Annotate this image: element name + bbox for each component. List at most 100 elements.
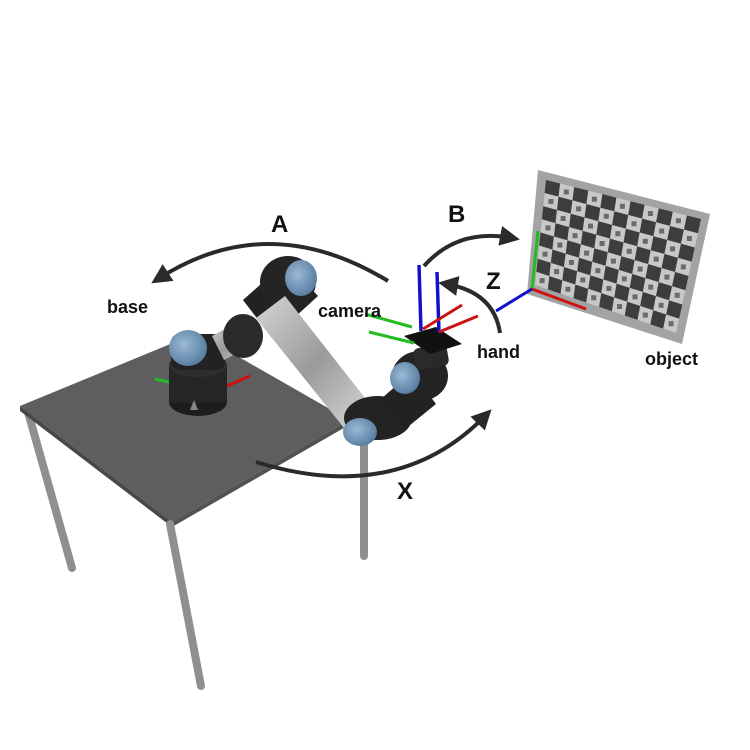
board-marker-icon <box>642 238 648 244</box>
board-cell-dark <box>661 254 679 273</box>
board-marker-icon <box>675 218 681 224</box>
robot-logo-icon <box>190 400 198 410</box>
board-cell-dark <box>539 232 554 250</box>
board-marker-icon <box>642 312 648 318</box>
board-cell-dark <box>666 300 683 319</box>
board-cell-dark <box>547 276 563 294</box>
label-hand: hand <box>477 342 520 362</box>
arrow-z-icon <box>438 276 502 334</box>
board-marker-icon <box>560 216 566 221</box>
board-marker-icon <box>610 258 616 264</box>
board-cell-dark <box>550 249 566 268</box>
board-cell-dark <box>650 310 667 329</box>
board-cell-dark <box>599 293 615 312</box>
board-cell-dark <box>569 213 585 231</box>
board-cell-dark <box>607 238 624 257</box>
board-marker-icon <box>619 203 625 209</box>
board-marker-icon <box>595 268 601 274</box>
board-marker-icon <box>591 196 597 202</box>
label-camera: camera <box>318 301 382 321</box>
table <box>20 333 368 690</box>
board-cell-dark <box>603 265 619 284</box>
board-marker-icon <box>584 250 590 256</box>
labels: A B Z X base camera hand object <box>107 201 698 505</box>
calibration-board <box>527 170 710 344</box>
robot-forearm <box>256 296 376 428</box>
board-marker-icon <box>554 269 560 275</box>
board-marker-icon <box>637 266 643 272</box>
table-edge <box>20 406 172 527</box>
board-cell-dark <box>618 256 635 275</box>
board-marker-icon <box>545 225 551 231</box>
board-cell-dark <box>634 246 651 265</box>
board-marker-icon <box>580 277 586 283</box>
board-cell-dark <box>544 180 561 197</box>
transform-arrows <box>151 225 520 479</box>
arrow-x-icon <box>255 409 492 479</box>
arrow-a-icon <box>151 242 390 284</box>
robot-elbow-cap <box>285 260 317 296</box>
table-leg-front-left <box>24 408 76 572</box>
board-marker-icon <box>621 276 627 282</box>
table-top <box>20 333 349 522</box>
board-cell-dark <box>667 225 684 244</box>
camera-axis-z <box>417 264 423 332</box>
board-cell-dark <box>577 257 593 276</box>
board-marker-icon <box>631 221 637 227</box>
board-marker-icon <box>615 231 621 237</box>
board-cell-dark <box>656 208 673 226</box>
board-cell-dark <box>612 211 629 229</box>
board-checkerboard <box>535 180 701 333</box>
board-cell-dark <box>541 206 558 224</box>
board-marker-icon <box>658 302 664 308</box>
board-cell-dark <box>565 240 581 258</box>
robot-wrist1-cap <box>343 418 377 446</box>
object-axis-x <box>531 287 587 311</box>
board-marker-icon <box>599 241 605 246</box>
board-cell-dark <box>628 201 645 219</box>
board-cell-dark <box>557 196 573 214</box>
board-cell-dark <box>645 264 662 283</box>
board-marker-icon <box>576 206 582 212</box>
robot-arm <box>169 256 462 446</box>
board-marker-icon <box>686 236 692 241</box>
arrow-b-icon <box>422 225 520 268</box>
object-axis-z <box>495 287 533 313</box>
board-cell-dark <box>536 258 551 277</box>
board-marker-icon <box>668 321 674 327</box>
camera-axis-y <box>364 312 413 329</box>
board-marker-icon <box>664 274 670 280</box>
board-marker-icon <box>653 256 659 262</box>
board-cell-dark <box>573 284 589 303</box>
board-cell-dark <box>600 194 617 212</box>
robot-shoulder-cap <box>169 330 207 366</box>
board-cell-dark <box>596 221 613 239</box>
board-marker-icon <box>606 286 612 291</box>
board-cell-dark <box>678 243 695 262</box>
board-marker-icon <box>572 233 578 239</box>
board-cell-dark <box>553 223 570 241</box>
label-x: X <box>397 478 413 505</box>
board-marker-icon <box>542 251 548 257</box>
board-marker-icon <box>588 223 593 229</box>
label-z: Z <box>486 268 501 295</box>
board-marker-icon <box>617 304 622 309</box>
hand-axis-x <box>438 314 479 334</box>
hand-axis-z <box>435 271 441 334</box>
board-cell-dark <box>584 204 601 222</box>
board-marker-icon <box>539 278 545 284</box>
label-b: B <box>448 201 465 228</box>
camera-axis-y-2 <box>368 330 415 345</box>
camera-frame-axes <box>364 264 479 345</box>
board-cell-dark <box>562 267 578 285</box>
board-cell-dark <box>572 187 589 205</box>
label-object: object <box>645 349 698 369</box>
board-marker-icon <box>557 242 563 248</box>
board-marker-icon <box>548 199 554 204</box>
board-marker-icon <box>591 295 597 301</box>
camera-device <box>404 327 462 354</box>
board-cell-dark <box>672 272 689 291</box>
board-marker-icon <box>670 246 676 252</box>
board-cell-dark <box>650 236 668 255</box>
